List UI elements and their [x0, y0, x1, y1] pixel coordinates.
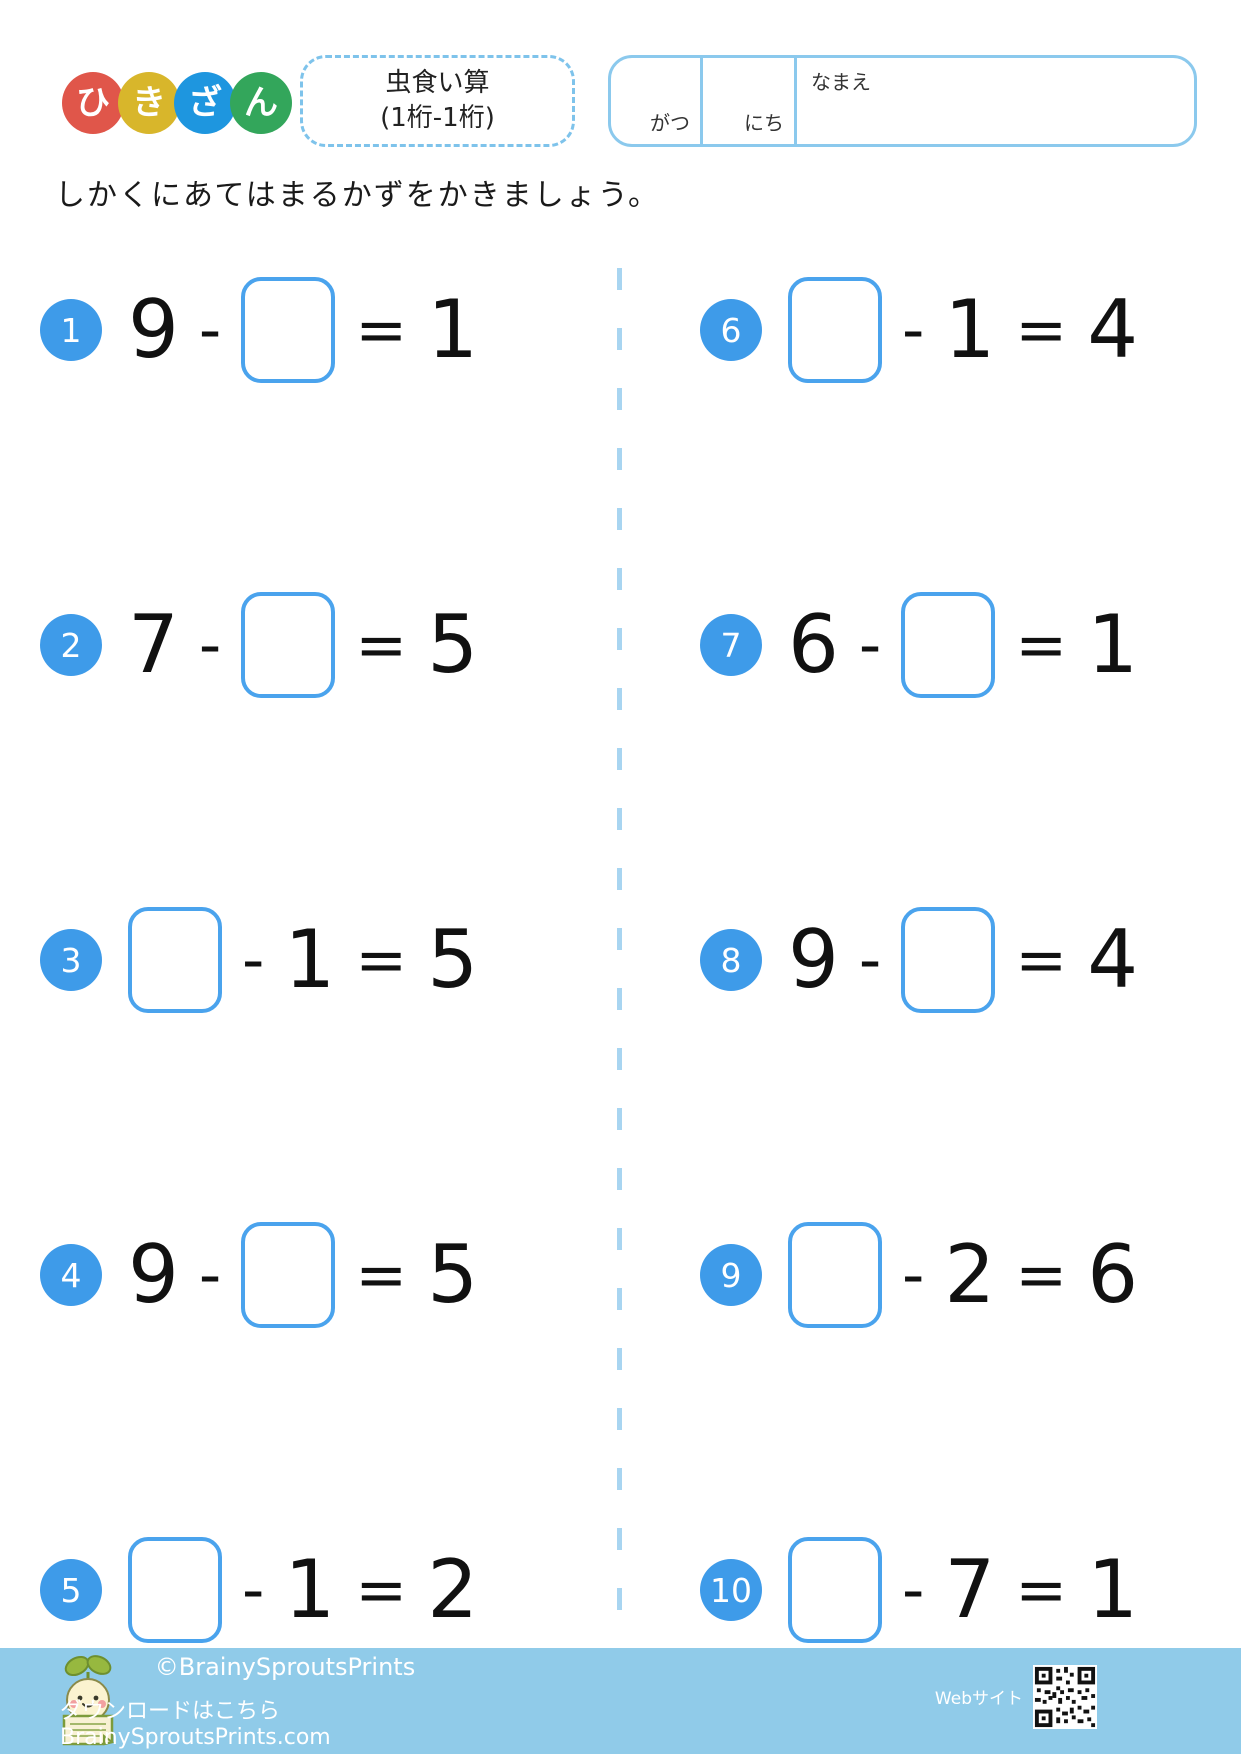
- numeral: 7: [128, 598, 179, 691]
- answer-box[interactable]: [241, 592, 336, 698]
- equals-operator: =: [355, 1238, 408, 1311]
- equals-operator: =: [1015, 608, 1068, 681]
- problem-row-5: 5 -1 = 2: [40, 1535, 498, 1645]
- footer: ©BrainySproutsPrints ダウンロードはこちら BrainySp…: [0, 1648, 1241, 1754]
- column-divider: [617, 268, 622, 1623]
- qr-code: [1033, 1665, 1097, 1729]
- answer-box[interactable]: [241, 1222, 336, 1328]
- numeral: 5: [427, 598, 479, 691]
- minus-operator: -: [858, 608, 882, 681]
- problem-row-10: 10 -7 = 1: [700, 1535, 1158, 1645]
- problem-number-badge: 8: [700, 929, 762, 991]
- numeral: 9: [128, 283, 179, 376]
- numeral: 2: [427, 1543, 479, 1636]
- month-field[interactable]: がつ: [611, 58, 703, 144]
- minus-operator: -: [858, 923, 882, 996]
- answer-box[interactable]: [901, 907, 996, 1013]
- problem-number-badge: 4: [40, 1244, 102, 1306]
- problem-number-badge: 1: [40, 299, 102, 361]
- numeral: 4: [1087, 283, 1139, 376]
- minus-operator: -: [198, 293, 222, 366]
- answer-box[interactable]: [901, 592, 996, 698]
- name-field[interactable]: なまえ: [797, 58, 1194, 144]
- problem-number-badge: 3: [40, 929, 102, 991]
- minus-operator: -: [242, 1553, 265, 1626]
- problem-number-badge: 5: [40, 1559, 102, 1621]
- answer-box[interactable]: [788, 1222, 882, 1328]
- minus-operator: -: [902, 1238, 925, 1311]
- numeral: 6: [1087, 1228, 1139, 1321]
- answer-box[interactable]: [128, 1537, 222, 1643]
- answer-box[interactable]: [241, 277, 336, 383]
- equals-operator: =: [355, 608, 408, 681]
- numeral: 2: [944, 1228, 996, 1321]
- numeral: 5: [427, 1228, 479, 1321]
- numeral: 1: [284, 1543, 336, 1636]
- worksheet-title-line1: 虫食い算: [385, 67, 490, 98]
- answer-box[interactable]: [788, 1537, 882, 1643]
- minus-operator: -: [902, 1553, 925, 1626]
- problem-number-badge: 2: [40, 614, 102, 676]
- date-name-box: がつ にち なまえ: [608, 55, 1197, 147]
- numeral: 9: [788, 913, 839, 1006]
- logo-circle-2: き: [118, 72, 180, 134]
- numeral: 1: [1087, 598, 1139, 691]
- equals-operator: =: [355, 293, 408, 366]
- equals-operator: =: [355, 1553, 408, 1626]
- minus-operator: -: [198, 1238, 222, 1311]
- footer-text-block: ©BrainySproutsPrints ダウンロードはこちら BrainySp…: [60, 1648, 510, 1754]
- numeral: 1: [944, 283, 996, 376]
- problem-number-badge: 10: [700, 1559, 762, 1621]
- answer-box[interactable]: [128, 907, 222, 1013]
- problem-row-3: 3 -1 = 5: [40, 905, 498, 1015]
- problem-row-6: 6 -1 = 4: [700, 275, 1158, 385]
- equals-operator: =: [1015, 1238, 1068, 1311]
- name-label: なまえ: [811, 70, 871, 94]
- minus-operator: -: [198, 608, 222, 681]
- copyright-text: ©BrainySproutsPrints: [154, 1652, 416, 1681]
- day-field[interactable]: にち: [703, 58, 797, 144]
- download-text: ダウンロードはこちら BrainySproutsPrints.com: [60, 1698, 331, 1750]
- problem-number-badge: 9: [700, 1244, 762, 1306]
- numeral: 1: [1087, 1543, 1139, 1636]
- numeral: 5: [427, 913, 479, 1006]
- equals-operator: =: [1015, 923, 1068, 996]
- equals-operator: =: [355, 923, 408, 996]
- numeral: 4: [1087, 913, 1139, 1006]
- minus-operator: -: [242, 923, 265, 996]
- logo-circle-3: ざ: [174, 72, 236, 134]
- app-logo: ひきざん: [62, 72, 292, 138]
- minus-operator: -: [902, 293, 925, 366]
- equals-operator: =: [1015, 1553, 1068, 1626]
- answer-box[interactable]: [788, 277, 882, 383]
- numeral: 1: [284, 913, 336, 1006]
- numeral: 6: [788, 598, 839, 691]
- logo-circle-1: ひ: [62, 72, 124, 134]
- instruction-text: しかくにあてはまるかずをかきましょう。: [55, 178, 660, 213]
- worksheet-title-line2: (1桁-1桁): [380, 103, 495, 133]
- day-label: にち: [744, 111, 784, 135]
- website-label: Webサイト: [934, 1689, 1023, 1709]
- problem-row-9: 9 -2 = 6: [700, 1220, 1158, 1330]
- problem-number-badge: 6: [700, 299, 762, 361]
- month-label: がつ: [650, 111, 690, 135]
- numeral: 7: [944, 1543, 996, 1636]
- equals-operator: =: [1015, 293, 1068, 366]
- numeral: 1: [427, 283, 479, 376]
- problem-number-badge: 7: [700, 614, 762, 676]
- numeral: 9: [128, 1228, 179, 1321]
- mascot-sprout: [62, 1655, 115, 1746]
- logo-circle-4: ん: [230, 72, 292, 134]
- worksheet-title-box: 虫食い算 (1桁-1桁): [300, 55, 575, 147]
